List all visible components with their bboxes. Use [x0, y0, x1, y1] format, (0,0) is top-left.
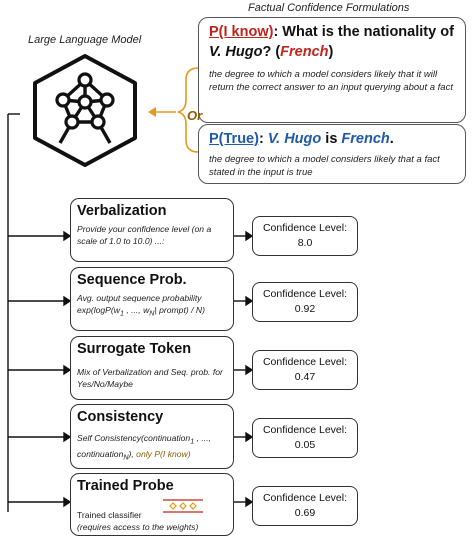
p-true-description: the degree to which a model considers li… [209, 154, 440, 178]
question-prefix: : What is the nationality of [273, 24, 454, 40]
method-description: Provide your confidence level (on a scal… [77, 224, 212, 246]
confidence-consistency: Confidence Level: 0.05 [252, 418, 358, 458]
p-true-box: P(True): V. Hugo is French. the degree t… [198, 124, 466, 184]
method-title: Verbalization [77, 203, 167, 219]
desc-part: | prompt) / N) [154, 305, 205, 315]
desc-part: ), [128, 448, 137, 459]
llm-caption: Large Language Model [28, 34, 142, 46]
method-description: Avg. output sequence probability exp(log… [77, 292, 227, 320]
question-close: ) [328, 44, 334, 60]
confidence-value: 0.69 [294, 507, 316, 519]
desc-subscript: N [149, 309, 155, 318]
question-answer: French [280, 44, 329, 60]
confidence-trained-probe: Confidence Level: 0.69 [252, 486, 358, 526]
confidence-sequence-prob: Confidence Level: 0.92 [252, 282, 358, 322]
confidence-surrogate-token: Confidence Level: 0.47 [252, 350, 358, 390]
desc-note: (requires access to the weights) [77, 522, 199, 532]
method-title: Sequence Prob. [77, 272, 187, 288]
or-label: Or [187, 108, 203, 123]
question-suffix: ? ( [262, 44, 281, 60]
confidence-value: 0.92 [294, 303, 316, 315]
method-surrogate-token: Surrogate Token Mix of Verbalization and… [70, 336, 234, 400]
confidence-label: Confidence Level: [262, 222, 348, 234]
desc-part: Self Consistency(continuation [77, 433, 191, 443]
confidence-value: 0.05 [294, 439, 316, 451]
method-consistency: Consistency Self Consistency(continuatio… [70, 404, 234, 469]
confidence-value: 0.47 [294, 371, 316, 383]
p-true-sep: : [258, 131, 268, 147]
method-title: Surrogate Token [77, 341, 192, 357]
confidence-label: Confidence Level: [262, 356, 348, 368]
p-true-label: P(True) [209, 131, 259, 147]
desc-part: Trained classifier [77, 510, 142, 520]
confidence-label: Confidence Level: [262, 492, 348, 504]
method-description: Self Consistency(continuation1 , ..., co… [77, 432, 227, 463]
confidence-value: 8.0 [297, 237, 313, 249]
p-true-statement: P(True): V. Hugo is French. [209, 129, 457, 149]
statement-end: . [389, 131, 394, 147]
p-iknow-box: P(I know): What is the nationality of V.… [198, 17, 466, 123]
desc-subscript: 1 [120, 309, 124, 318]
p-iknow-label: P(I know) [209, 24, 274, 40]
method-title: Consistency [77, 409, 164, 425]
method-trained-probe: Trained Probe Trained classifier (require… [70, 473, 234, 536]
probe-classifier-icon [163, 499, 203, 513]
method-title: Trained Probe [77, 478, 174, 494]
method-sequence-prob: Sequence Prob. Avg. output sequence prob… [70, 267, 234, 331]
p-iknow-question: P(I know): What is the nationality of V.… [209, 22, 457, 62]
confidence-label: Confidence Level: [262, 424, 348, 436]
question-entity: V. Hugo [209, 44, 263, 60]
desc-note: only P(I know) [136, 448, 191, 459]
desc-part: , ..., w [123, 305, 150, 315]
desc-subscript: 1 [190, 437, 195, 446]
neural-network-hexagon-icon [33, 54, 137, 167]
desc-subscript: N [123, 453, 129, 462]
method-description: Trained classifier (requires access to th… [77, 509, 227, 533]
method-verbalization: Verbalization Provide your confidence le… [70, 198, 234, 262]
confidence-verbalization: Confidence Level: 8.0 [252, 216, 358, 256]
statement-entity: V. Hugo [267, 131, 322, 147]
method-description: Mix of Verbalization and Seq. prob. for … [77, 367, 223, 389]
p-iknow-description: the degree to which a model considers li… [209, 69, 453, 93]
statement-answer: French [341, 131, 390, 147]
confidence-label: Confidence Level: [262, 288, 348, 300]
desc-part: Avg. output sequence probability exp(log… [77, 293, 202, 315]
statement-verb: is [321, 131, 342, 147]
desc-part: , ..., continuation [77, 433, 211, 459]
formulations-caption: Factual Confidence Formulations [248, 2, 410, 14]
